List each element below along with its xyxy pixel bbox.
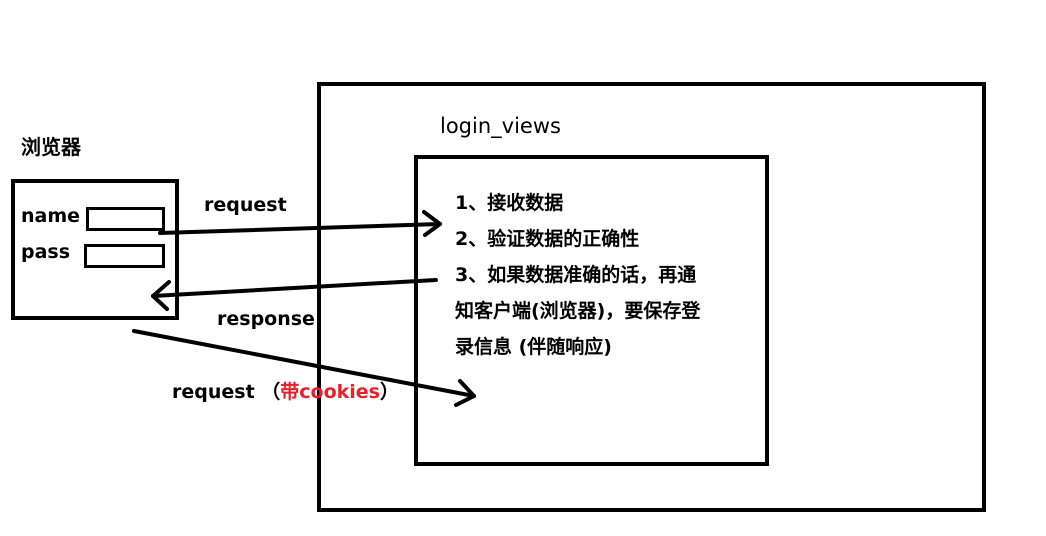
request2-suffix: ） xyxy=(380,381,400,403)
browser-box xyxy=(11,179,179,320)
pass-label: pass xyxy=(21,241,71,263)
browser-title: 浏览器 xyxy=(21,135,81,159)
name-input[interactable] xyxy=(86,207,165,231)
step-3-cont-1: 知客户端(浏览器)，要保存登 xyxy=(455,300,701,322)
pass-input[interactable] xyxy=(84,244,165,268)
request-with-cookies-label: request （带cookies） xyxy=(172,383,399,402)
cookies-highlight: 带cookies xyxy=(280,381,380,403)
response-label: response xyxy=(217,308,315,330)
name-label: name xyxy=(21,205,81,227)
login-views-box xyxy=(414,155,769,466)
request2-prefix: request （ xyxy=(172,381,281,403)
step-3: 3、如果数据准确的话，再通 xyxy=(455,264,697,286)
step-2: 2、验证数据的正确性 xyxy=(455,228,640,250)
request-label: request xyxy=(204,194,287,216)
step-3-cont-2: 录信息 (伴随响应) xyxy=(455,336,612,358)
step-1: 1、接收数据 xyxy=(455,192,564,214)
server-title: login_views xyxy=(440,114,561,138)
